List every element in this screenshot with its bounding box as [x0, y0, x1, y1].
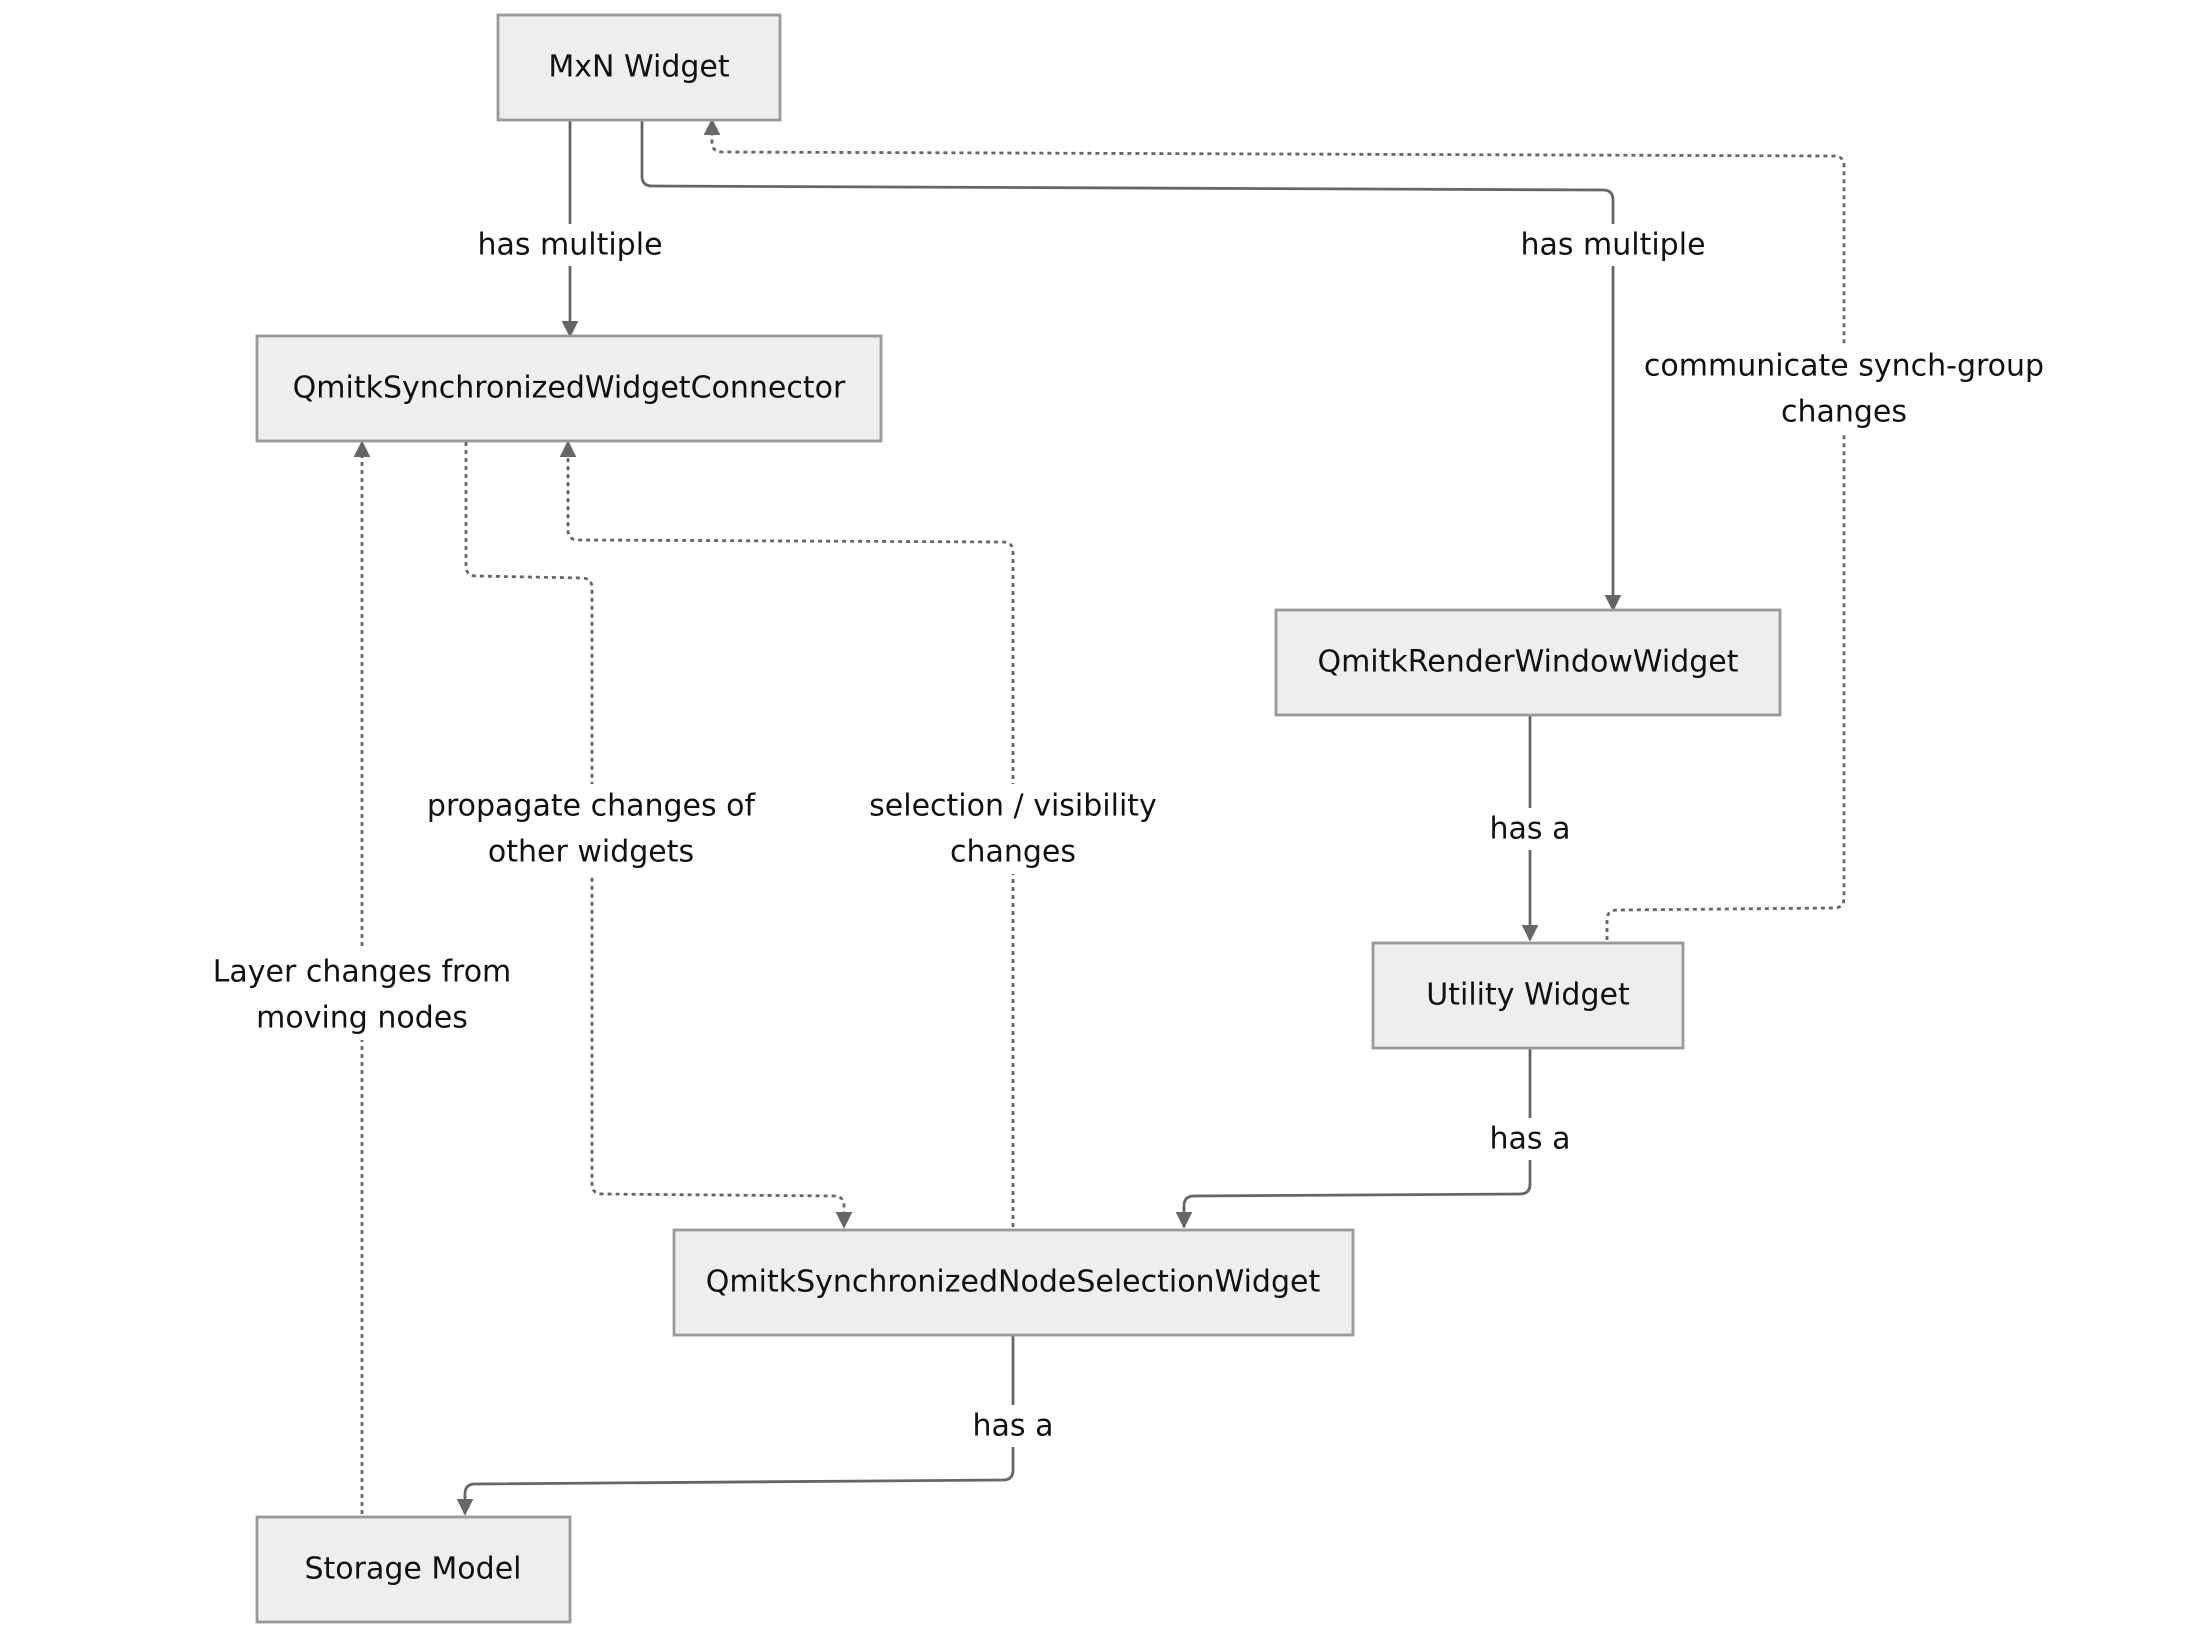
- node-mxn-widget-box: [496, 13, 782, 122]
- label-connector-to-selection: propagate changes of other widgets: [427, 784, 757, 874]
- edge-selection-to-storage: [456, 1334, 1015, 1516]
- label-mxn-to-render-line-1: has multiple: [1520, 228, 1705, 263]
- label-utility-to-selection: has a: [1484, 1118, 1576, 1160]
- node-render-window-widget[interactable]: QmitkRenderWindowWidget: [1274, 608, 1782, 717]
- node-render-window-widget-box: [1274, 608, 1782, 717]
- edge-mxn-to-render-window: [640, 120, 1622, 612]
- edge-utility-to-mxn: [703, 118, 1846, 940]
- node-connector[interactable]: QmitkSynchronizedWidgetConnector: [255, 334, 883, 443]
- node-connector-box: [255, 334, 883, 443]
- node-node-selection-widget-box: [672, 1228, 1355, 1337]
- node-storage-model-box: [255, 1515, 572, 1624]
- node-utility-widget[interactable]: Utility Widget: [1371, 941, 1685, 1050]
- label-utility-to-selection-line-1: has a: [1490, 1122, 1571, 1157]
- label-connector-to-selection-line-2: other widgets: [488, 835, 694, 870]
- label-selection-to-connector: selection / visibility changes: [862, 784, 1164, 874]
- edge-utility-to-selection: [1175, 1048, 1532, 1229]
- node-storage-model[interactable]: Storage Model: [255, 1515, 572, 1624]
- label-storage-to-connector: Layer changes from moving nodes: [213, 950, 512, 1040]
- node-node-selection-widget[interactable]: QmitkSynchronizedNodeSelectionWidget: [672, 1228, 1355, 1337]
- node-storage-model-label: Storage Model: [305, 1552, 522, 1587]
- label-storage-to-connector-line-1: Layer changes from: [213, 955, 512, 990]
- label-storage-to-connector-line-2: moving nodes: [256, 1001, 468, 1036]
- edge-connector-to-selection: [464, 442, 853, 1229]
- label-selection-to-connector-line-2: changes: [950, 835, 1076, 870]
- label-mxn-to-connector: has multiple: [477, 224, 663, 266]
- edge-labels: has multiple has multiple communicate sy…: [213, 224, 2044, 1447]
- edge-selection-to-connector: [559, 440, 1015, 1227]
- label-render-to-utility: has a: [1484, 808, 1576, 850]
- node-render-window-widget-label: QmitkRenderWindowWidget: [1317, 645, 1738, 680]
- nodes: MxN Widget QmitkSynchronizedWidgetConnec…: [255, 13, 1782, 1624]
- label-selection-to-storage-line-1: has a: [973, 1409, 1054, 1444]
- label-selection-to-connector-line-1: selection / visibility: [869, 789, 1157, 824]
- label-utility-to-mxn-line-2: changes: [1781, 395, 1907, 430]
- label-mxn-to-render: has multiple: [1520, 224, 1706, 266]
- node-mxn-widget[interactable]: MxN Widget: [496, 13, 782, 122]
- node-utility-widget-box: [1371, 941, 1685, 1050]
- node-mxn-widget-label: MxN Widget: [548, 50, 729, 85]
- label-mxn-to-connector-line-1: has multiple: [477, 228, 662, 263]
- label-selection-to-storage: has a: [967, 1405, 1059, 1447]
- node-utility-widget-label: Utility Widget: [1426, 978, 1630, 1013]
- node-node-selection-widget-label: QmitkSynchronizedNodeSelectionWidget: [706, 1265, 1321, 1300]
- node-connector-label: QmitkSynchronizedWidgetConnector: [293, 371, 846, 406]
- label-render-to-utility-line-1: has a: [1490, 812, 1571, 847]
- label-utility-to-mxn-line-1: communicate synch-group: [1644, 349, 2044, 384]
- label-utility-to-mxn: communicate synch-group changes: [1644, 344, 2044, 434]
- label-connector-to-selection-line-1: propagate changes of: [427, 789, 757, 824]
